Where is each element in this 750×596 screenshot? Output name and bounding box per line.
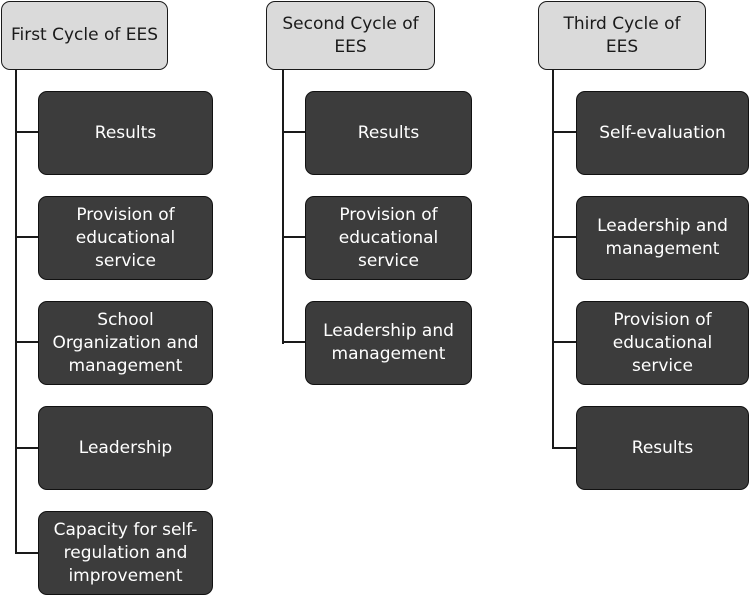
third-cycle-item-results: Results (576, 406, 749, 490)
third-cycle-title: Third Cycle of EES (563, 13, 681, 57)
node-label: Provision of educational service (612, 309, 713, 376)
first-cycle-item-school-organization: School Organization and management (38, 301, 213, 385)
first-cycle-item-results: Results (38, 91, 213, 175)
node-label: Provision of educational service (338, 204, 439, 271)
first-cycle-header: First Cycle of EES (1, 1, 168, 70)
first-cycle-item-capacity: Capacity for self-regulation and improve… (38, 511, 213, 595)
third-cycle-item-provision: Provision of educational service (576, 301, 749, 385)
first-cycle-item-provision: Provision of educational service (38, 196, 213, 280)
first-cycle-title: First Cycle of EES (10, 25, 159, 45)
second-cycle-item-results: Results (305, 91, 472, 175)
node-label: School Organization and management (52, 309, 199, 376)
third-cycle-item-leadership-management: Leadership and management (576, 196, 749, 280)
third-cycle-item-self-evaluation: Self-evaluation (576, 91, 749, 175)
node-label: Capacity for self-regulation and improve… (53, 519, 198, 586)
node-label: Results (94, 122, 157, 143)
node-label: Leadership (78, 437, 173, 458)
third-cycle-header: Third Cycle of EES (538, 1, 706, 70)
second-cycle-title: Second Cycle of EES (282, 13, 419, 57)
node-label: Self-evaluation (599, 122, 726, 143)
node-label: Leadership and management (597, 216, 728, 259)
first-cycle-item-leadership: Leadership (38, 406, 213, 490)
node-label: Provision of educational service (75, 204, 176, 271)
second-cycle-header: Second Cycle of EES (266, 1, 435, 70)
second-cycle-item-leadership-management: Leadership and management (305, 301, 472, 385)
node-label: Results (357, 122, 420, 143)
second-cycle-item-provision: Provision of educational service (305, 196, 472, 280)
node-label: Results (631, 437, 694, 458)
node-label: Leadership and management (323, 321, 454, 364)
